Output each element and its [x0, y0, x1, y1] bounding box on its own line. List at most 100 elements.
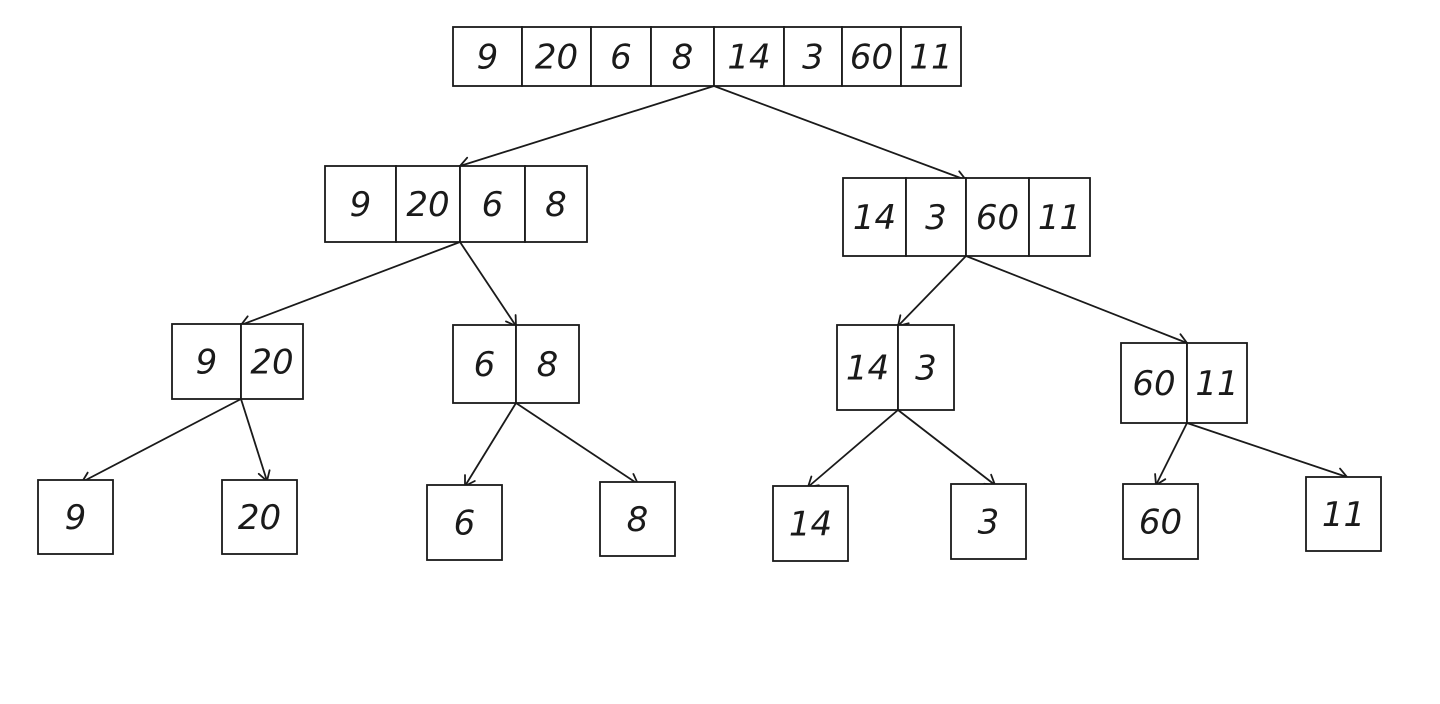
array-node-rlr: 3	[950, 483, 1027, 560]
array-node-lrr: 8	[599, 481, 676, 557]
array-node-r: 14 3 60 11	[842, 177, 1091, 257]
array-cell	[1122, 483, 1199, 560]
cell-value: 9	[196, 343, 218, 383]
edge-lr-to-lrr	[515, 402, 640, 485]
array-node-l: 9 20 6 8	[324, 165, 588, 243]
array-node-rr: 60 11	[1120, 342, 1248, 424]
edge-rl-to-rll	[806, 409, 899, 489]
array-cell	[783, 26, 843, 87]
array-cell	[772, 485, 849, 562]
cell-value: 6	[454, 504, 476, 544]
array-cell	[426, 484, 503, 561]
cell-value: 60	[850, 38, 893, 78]
edge-line	[459, 241, 517, 327]
edge-line	[240, 241, 461, 326]
array-cell	[841, 26, 902, 87]
array-cell	[395, 165, 461, 243]
cell-value: 20	[406, 185, 449, 225]
edge-line	[807, 409, 899, 488]
array-cell	[524, 165, 588, 243]
cell-value: 8	[627, 500, 649, 540]
cell-value: 3	[978, 503, 1000, 543]
array-node-lll: 9	[37, 479, 114, 555]
array-cell	[171, 323, 242, 400]
edge-ll-to-lll	[80, 398, 242, 484]
edge-r-to-rr	[965, 255, 1189, 346]
cell-value: 20	[535, 38, 578, 78]
edge-rr-to-rrl	[1154, 422, 1188, 487]
edge-line	[713, 85, 967, 181]
array-cell	[240, 323, 304, 400]
array-node-lrl: 6	[426, 484, 503, 561]
array-cell	[842, 177, 907, 257]
cell-value: 11	[1038, 198, 1081, 238]
cell-value: 6	[610, 38, 632, 78]
array-cell	[1305, 476, 1382, 552]
array-cell	[515, 324, 580, 404]
array-cell	[1186, 342, 1248, 424]
array-node-rll: 14	[772, 485, 849, 562]
edge-rr-to-rrr	[1186, 422, 1349, 481]
cell-value: 14	[727, 38, 770, 78]
cell-value: 60	[976, 198, 1019, 238]
edge-rl-to-rlr	[897, 409, 997, 487]
edge-line	[515, 402, 639, 485]
array-cell	[965, 177, 1030, 257]
cell-value: 60	[1132, 364, 1175, 404]
array-node-rl: 14 3	[836, 324, 955, 411]
array-cell	[905, 177, 967, 257]
cell-value: 9	[477, 38, 499, 78]
edge-lr-to-lrl	[464, 402, 517, 488]
edge-line	[464, 402, 517, 487]
cell-value: 6	[474, 345, 496, 385]
edges-layer	[80, 85, 1349, 489]
edge-root-to-l	[458, 85, 715, 170]
cell-value: 8	[545, 185, 567, 225]
array-cell	[221, 479, 298, 555]
edge-line	[240, 398, 268, 482]
array-cell	[836, 324, 899, 411]
cell-value: 60	[1139, 503, 1182, 543]
edge-line	[459, 85, 715, 167]
array-cell	[1028, 177, 1091, 257]
array-cell	[459, 165, 526, 243]
array-node-rrl: 60	[1122, 483, 1199, 560]
edge-r-to-rl	[896, 255, 967, 328]
edge-line	[897, 409, 996, 486]
cell-value: 9	[350, 185, 372, 225]
edge-root-to-r	[713, 85, 968, 183]
array-cell	[950, 483, 1027, 560]
edge-line	[965, 255, 1188, 344]
edge-l-to-lr	[459, 241, 517, 328]
cell-value: 14	[853, 198, 896, 238]
edge-ll-to-llr	[240, 398, 271, 483]
cell-value: 11	[1322, 495, 1365, 535]
edge-l-to-ll	[239, 241, 461, 328]
cell-value: 3	[925, 198, 947, 238]
cell-value: 20	[238, 498, 281, 538]
edge-line	[1155, 422, 1188, 486]
cell-value: 3	[915, 349, 937, 389]
array-node-llr: 20	[221, 479, 298, 555]
cell-value: 6	[482, 185, 504, 225]
array-cell	[37, 479, 114, 555]
cell-value: 8	[537, 345, 559, 385]
cell-value: 9	[65, 498, 87, 538]
cell-value: 8	[672, 38, 694, 78]
cell-value: 14	[846, 349, 889, 389]
cell-value: 11	[909, 38, 952, 78]
cell-value: 20	[250, 343, 293, 383]
cell-value: 14	[789, 505, 832, 545]
array-node-rrr: 11	[1305, 476, 1382, 552]
array-cell	[897, 324, 955, 411]
edge-line	[897, 255, 967, 327]
cell-value: 11	[1195, 364, 1238, 404]
array-cell	[900, 26, 962, 87]
array-node-ll: 9 20	[171, 323, 304, 400]
array-cell	[1120, 342, 1188, 424]
cell-value: 3	[802, 38, 824, 78]
